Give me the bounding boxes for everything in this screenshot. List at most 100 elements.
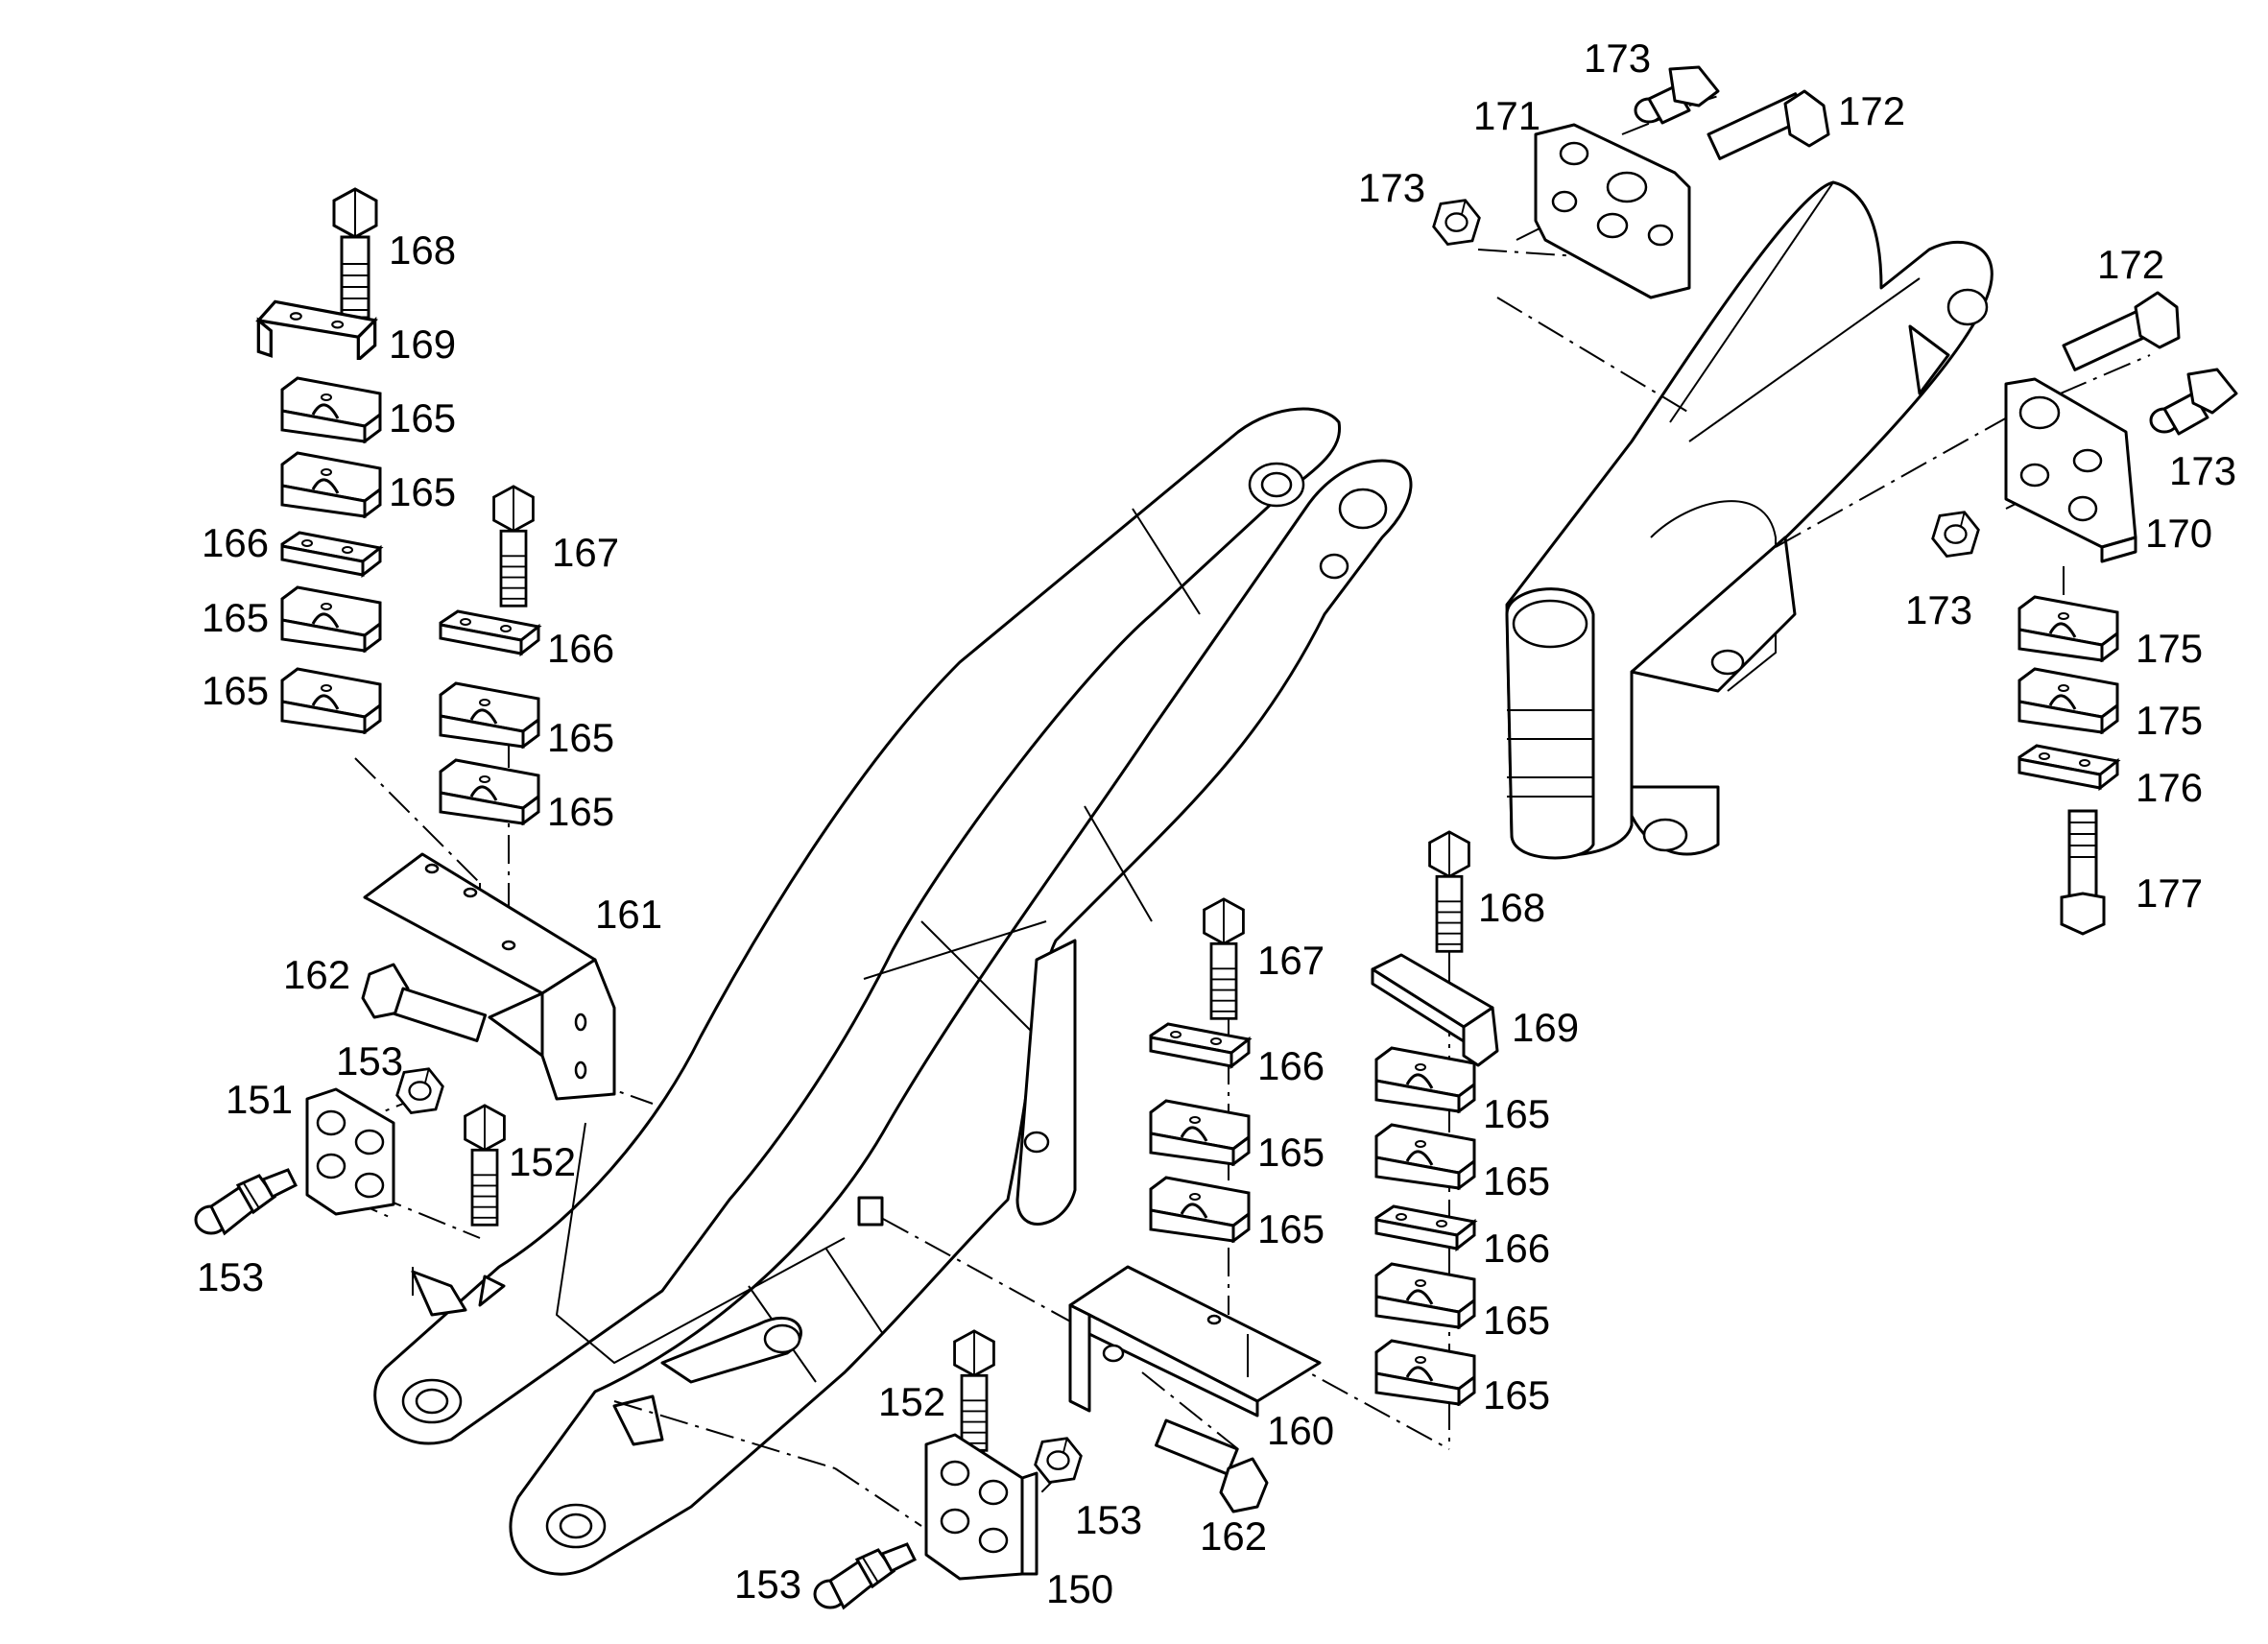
callout-label: 165 (389, 395, 456, 441)
callout-label: 165 (547, 715, 614, 760)
callout-label: 153 (1075, 1497, 1142, 1542)
bolt-152-left (464, 1104, 506, 1227)
callout-label: 153 (734, 1561, 801, 1607)
callout-label: 165 (547, 789, 614, 834)
callout-label: 173 (1584, 36, 1651, 81)
callout-label: 175 (2136, 626, 2203, 671)
callout-label: 168 (1478, 885, 1545, 930)
plate-166-d (1374, 1204, 1476, 1251)
callout-label: 162 (1200, 1513, 1267, 1559)
clamp-165-k (1374, 1262, 1476, 1329)
plate-151 (305, 1087, 395, 1216)
callout-label: 165 (1257, 1130, 1325, 1175)
callout-label: 162 (283, 952, 350, 997)
callout-label: 167 (1257, 938, 1325, 983)
bolt-172-right (2062, 291, 2181, 371)
bolt-168-center (1428, 830, 1470, 953)
callout-label: 172 (1838, 88, 1905, 133)
plate-171 (1534, 123, 1691, 299)
callout-label: 161 (595, 892, 662, 937)
clamp-165-a (280, 376, 382, 443)
callout-label: 165 (1483, 1298, 1550, 1343)
bolt-167-left (492, 485, 535, 608)
right-center-clamp-stack (1371, 830, 1499, 1406)
bolt-152-center (953, 1329, 995, 1452)
callout-label: 175 (2136, 698, 2203, 743)
callout-label: 153 (336, 1038, 403, 1084)
callout-label: 168 (389, 227, 456, 273)
bolt-162-left (361, 963, 488, 1042)
plate-150 (924, 1433, 1039, 1581)
bracket-169-center (1371, 953, 1499, 1067)
plate-170 (2004, 377, 2137, 563)
callout-label: 152 (878, 1379, 945, 1424)
callout-label: 152 (509, 1139, 576, 1184)
callout-label: 169 (389, 322, 456, 367)
clamp-165-e (439, 681, 540, 749)
callout-label: 166 (202, 520, 269, 565)
center-left-clamp-stack (439, 485, 540, 825)
fitting-153-center (813, 1542, 917, 1609)
callout-label: 150 (1046, 1566, 1113, 1611)
plate-166-b (439, 609, 540, 655)
bracket-161 (363, 852, 616, 1101)
left-clamp-stack (256, 187, 382, 734)
clamp-165-j (1374, 1123, 1476, 1190)
clamp-165-g (1149, 1099, 1251, 1166)
callout-label: 169 (1512, 1005, 1579, 1050)
callout-label: 177 (2136, 870, 2203, 916)
plate-166-c (1149, 1022, 1251, 1068)
bolt-167-center (1203, 897, 1245, 1020)
callout-label: 165 (1483, 1372, 1550, 1418)
callout-label: 153 (197, 1254, 264, 1299)
clamp-175-a (2017, 595, 2119, 662)
plate-166-a (280, 531, 382, 577)
callout-label: 165 (1483, 1158, 1550, 1203)
callout-label: 173 (2169, 448, 2236, 493)
fitting-153-left (194, 1168, 298, 1235)
callout-label: 166 (547, 626, 614, 671)
callout-label: 166 (1257, 1043, 1325, 1088)
center-clamp-stack (1149, 897, 1251, 1243)
callout-label: 165 (1483, 1091, 1550, 1136)
clamp-165-c (280, 585, 382, 653)
fitting-173-right (2149, 368, 2238, 436)
clamp-175-b (2017, 667, 2119, 734)
callout-labels: 168 169 165 165 166 165 165 167 166 165 … (197, 36, 2236, 1611)
callout-label: 151 (226, 1077, 293, 1122)
upper-arm-assembly (1505, 180, 1993, 860)
callout-label: 170 (2145, 511, 2212, 556)
callout-label: 176 (2136, 765, 2203, 810)
plate-176 (2017, 744, 2119, 790)
main-loader-arm (373, 407, 1413, 1576)
fitting-173-top (1634, 65, 1720, 125)
nut-173-right (1931, 511, 1980, 558)
callout-label: 165 (389, 469, 456, 514)
bolt-172-top (1707, 89, 1830, 160)
nut-153-upper-left (395, 1067, 444, 1114)
clamp-165-l (1374, 1339, 1476, 1406)
bolt-162-center (1155, 1418, 1269, 1513)
bolt-177 (2060, 809, 2106, 936)
callout-label: 165 (202, 595, 269, 640)
nut-173-top (1432, 199, 1481, 246)
clamp-165-b (280, 451, 382, 518)
clamp-165-h (1149, 1176, 1251, 1243)
clamp-165-i (1374, 1046, 1476, 1113)
nut-153-center (1034, 1437, 1083, 1484)
callout-label: 171 (1473, 93, 1540, 138)
callout-label: 173 (1358, 165, 1425, 210)
clamp-165-d (280, 667, 382, 734)
callout-label: 165 (1257, 1206, 1325, 1251)
callout-label: 166 (1483, 1226, 1550, 1271)
callout-label: 167 (552, 530, 619, 575)
bracket-160 (1068, 1265, 1322, 1418)
callout-label: 165 (202, 668, 269, 713)
callout-label: 160 (1267, 1408, 1334, 1453)
bolt-168-left (332, 187, 378, 320)
callout-label: 173 (1905, 587, 1972, 632)
clamp-165-f (439, 758, 540, 825)
callout-label: 172 (2097, 242, 2164, 287)
